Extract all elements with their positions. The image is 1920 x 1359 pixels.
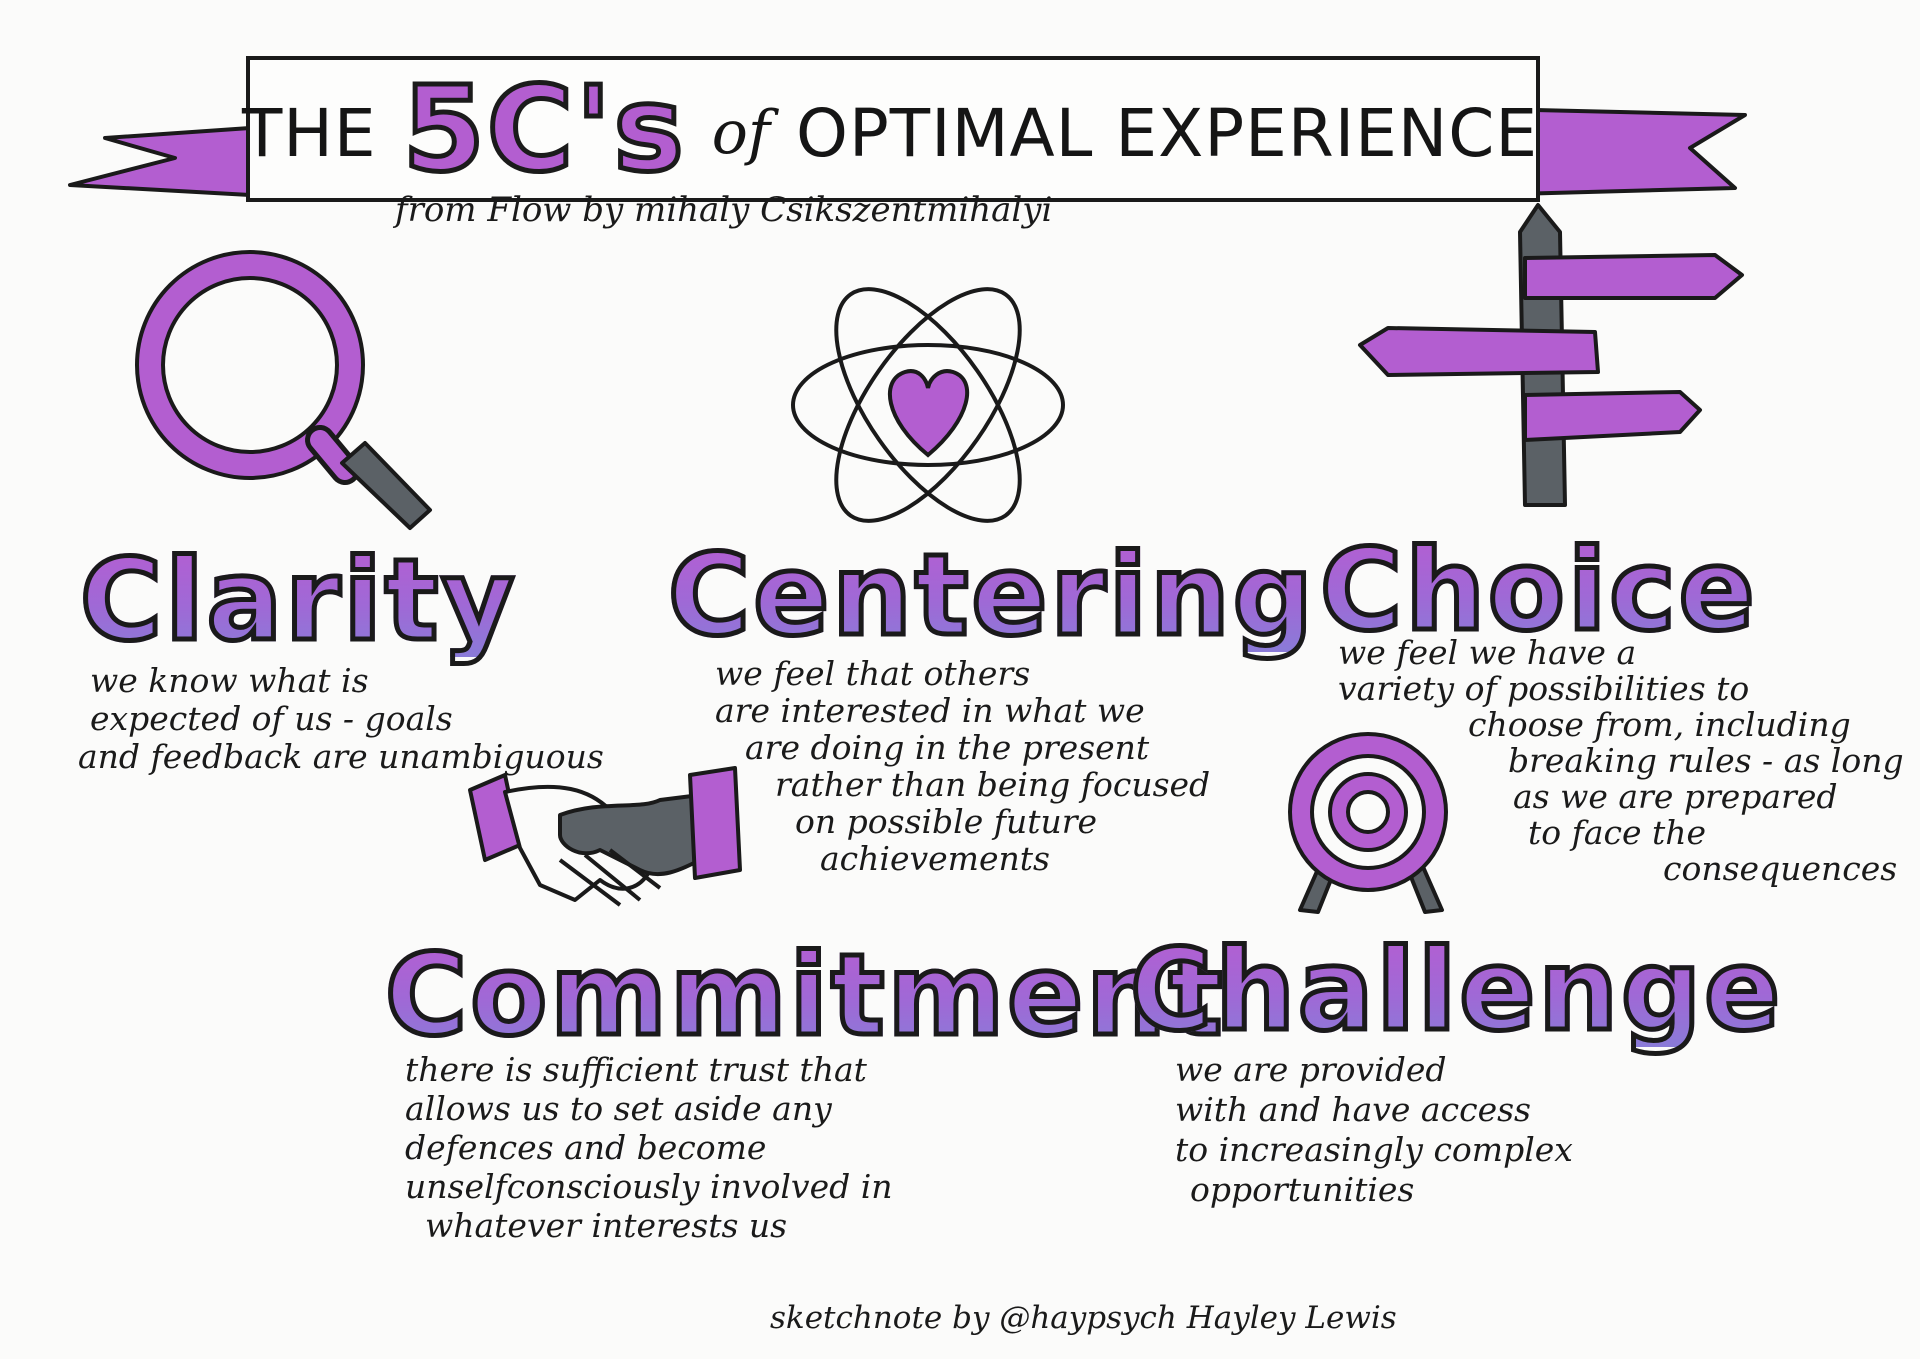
desc-challenge: we are provided with and have access to … xyxy=(1175,1050,1573,1210)
desc-line: we are provided xyxy=(1175,1050,1447,1089)
desc-line: rather than being focused xyxy=(775,765,1211,804)
desc-line: consequences xyxy=(1663,849,1898,888)
target-icon xyxy=(1288,732,1448,914)
desc-line: breaking rules - as long xyxy=(1508,741,1904,780)
title-five-cs: 5C's xyxy=(400,58,686,201)
title-the: THE xyxy=(241,94,377,172)
signpost-icon xyxy=(1358,203,1744,507)
desc-line: there is sufficient trust that xyxy=(405,1050,867,1089)
desc-line: expected of us - goals xyxy=(90,699,453,738)
desc-line: to face the xyxy=(1528,813,1707,852)
desc-choice: we feel we have a variety of possibiliti… xyxy=(1338,635,1904,887)
heading-clarity: Clarity xyxy=(77,536,518,666)
desc-line: allows us to set aside any xyxy=(405,1089,832,1128)
heading-centering: Centering xyxy=(666,531,1316,661)
desc-line: choose from, including xyxy=(1468,705,1851,744)
handshake-icon xyxy=(468,766,742,907)
desc-commitment: there is sufficient trust that allows us… xyxy=(405,1050,893,1245)
heading-commitment: Commitment xyxy=(382,931,1226,1061)
desc-line: we feel that others xyxy=(715,654,1031,693)
desc-line: on possible future xyxy=(795,802,1098,841)
desc-line: opportunities xyxy=(1190,1170,1415,1209)
desc-centering: we feel that others are interested in wh… xyxy=(715,655,1210,877)
desc-line: and feedback are unambiguous xyxy=(78,737,604,776)
credit: sketchnote by @haypsych Hayley Lewis xyxy=(770,1300,1397,1336)
atom-heart-icon xyxy=(791,287,1065,523)
desc-clarity: we know what is expected of us - goals a… xyxy=(78,661,604,776)
desc-line: we feel we have a xyxy=(1338,633,1637,672)
desc-line: defences and become xyxy=(405,1128,767,1167)
desc-line: to increasingly complex xyxy=(1175,1130,1573,1169)
magnifying-glass-icon xyxy=(135,250,432,530)
desc-line: variety of possibilities to xyxy=(1338,669,1750,708)
desc-line: are interested in what we xyxy=(715,691,1145,730)
subtitle: from Flow by mihaly Csikszentmihalyi xyxy=(395,190,1053,230)
banner-left-ribbon xyxy=(68,126,252,197)
banner-title: THE 5C's of OPTIMAL EXPERIENCE xyxy=(242,58,1537,201)
desc-line: with and have access xyxy=(1175,1090,1531,1129)
heading-challenge: Challenge xyxy=(1127,926,1784,1056)
desc-line: achievements xyxy=(820,839,1050,878)
title-of: of xyxy=(711,98,771,168)
desc-line: we know what is xyxy=(90,661,369,700)
desc-line: whatever interests us xyxy=(425,1206,788,1245)
banner-box xyxy=(246,56,1540,202)
desc-line: are doing in the present xyxy=(745,728,1150,767)
desc-line: as we are prepared xyxy=(1513,777,1838,816)
title-optimal-experience: OPTIMAL EXPERIENCE xyxy=(796,94,1539,172)
heading-choice: Choice xyxy=(1318,526,1758,656)
desc-line: unselfconsciously involved in xyxy=(405,1167,893,1206)
